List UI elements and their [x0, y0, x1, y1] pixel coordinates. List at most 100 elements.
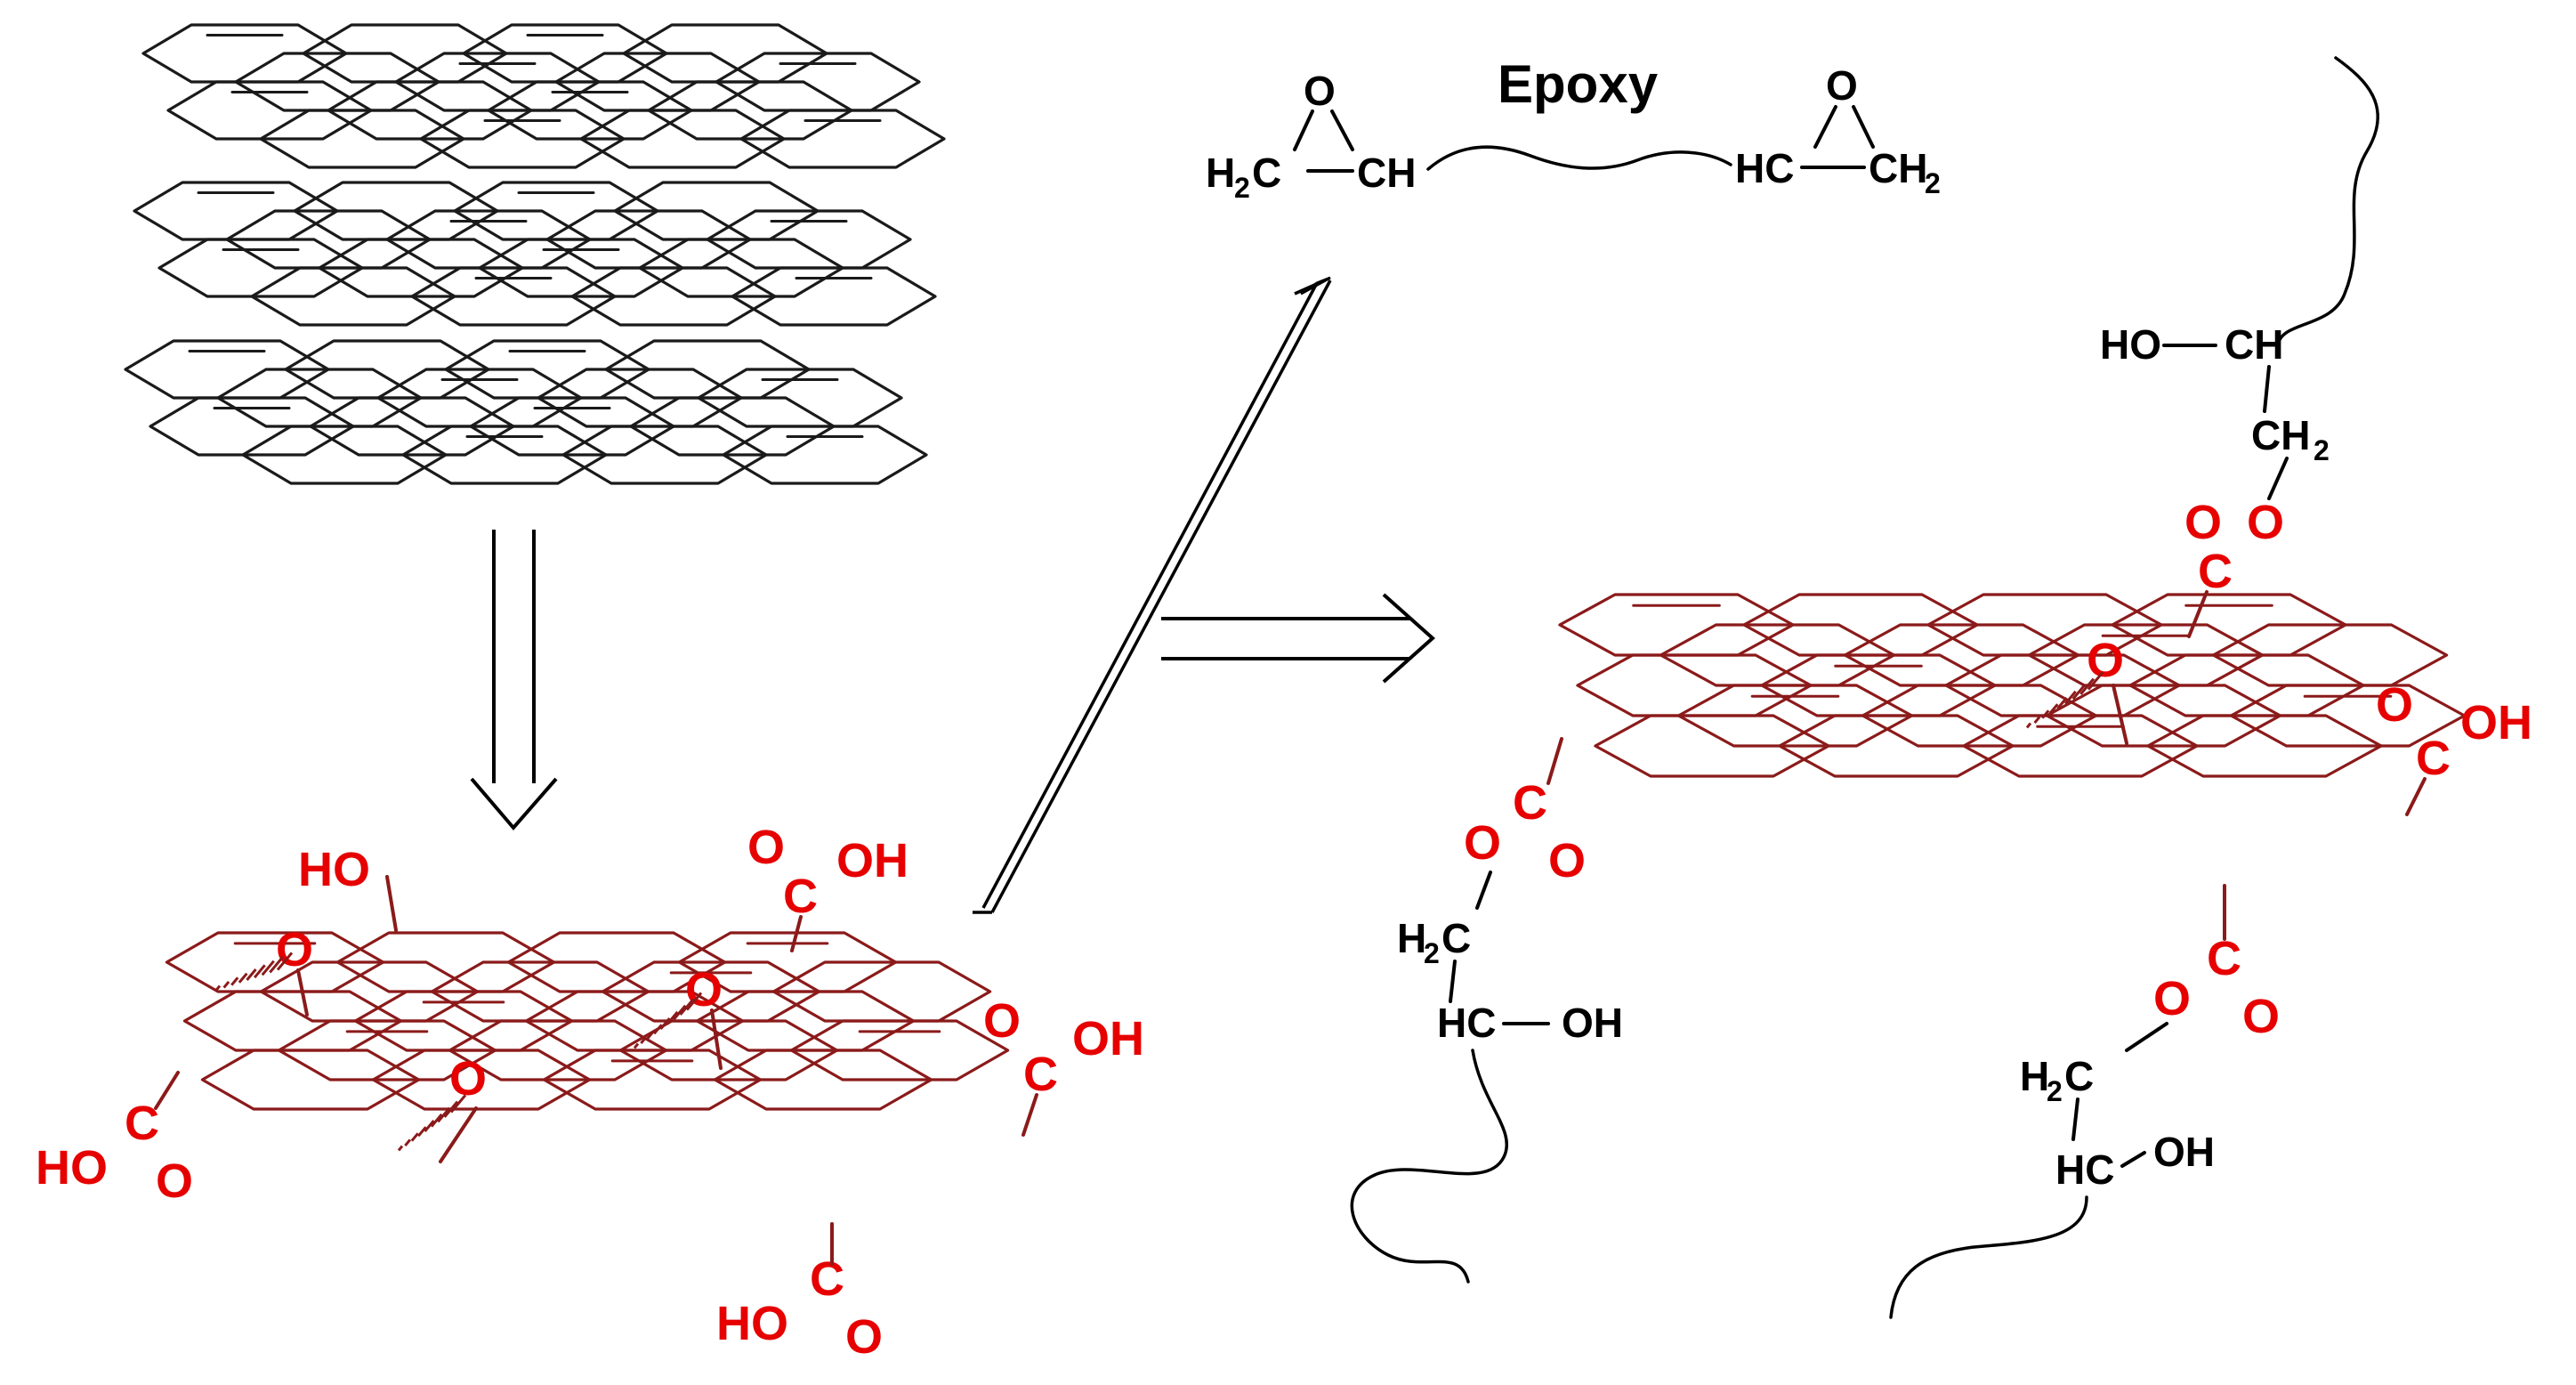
hatched-bond	[276, 952, 294, 971]
graphite-layer-ring	[401, 425, 608, 485]
bond	[2125, 1022, 2168, 1052]
epoxy-left-h: H	[1206, 150, 1235, 196]
hatched-bond	[214, 984, 222, 992]
bond	[1546, 737, 1563, 785]
bond	[154, 1071, 180, 1110]
hatched-bond	[640, 1036, 648, 1045]
hatched-bond	[2041, 709, 2050, 719]
hatched-bond	[633, 1042, 640, 1049]
hatched-bond	[269, 956, 285, 974]
graphite-layer-ring	[570, 266, 777, 327]
polymer-chain	[2276, 56, 2379, 349]
graphite-layer-ring	[149, 396, 355, 457]
bond	[710, 1008, 723, 1070]
chain-ch: CH	[2225, 321, 2283, 368]
fgo-ring	[1778, 714, 2015, 778]
hatched-bond	[261, 960, 275, 976]
chain-ch2: CH	[2251, 412, 2310, 458]
epoxy-right-oxygen: O	[1826, 62, 1858, 109]
bond	[439, 1106, 478, 1163]
epoxy-right-hc: HC	[1735, 145, 1794, 191]
epoxy-left-c: C	[1252, 150, 1281, 196]
epoxy-left-ch: CH	[1357, 150, 1416, 196]
graphite-layer-ring	[166, 80, 373, 141]
carboxyl-hydroxyl: OH	[1072, 1012, 1144, 1065]
ester-carbon: C	[1513, 776, 1547, 830]
carbonyl-oxygen: O	[2184, 496, 2222, 549]
epoxide-oxygen: O	[685, 963, 723, 1016]
graphite-layer-ring	[739, 109, 946, 169]
bond	[2071, 1097, 2079, 1141]
hatched-bond	[2087, 671, 2104, 691]
ester-oxygen: O	[2247, 496, 2284, 549]
graphene-oxide-sheet	[165, 931, 1010, 1111]
carboxyl-hydroxyl: OH	[2460, 696, 2532, 749]
carbonyl-oxygen: O	[747, 821, 785, 874]
graphite-stack	[124, 23, 946, 485]
bond	[2120, 1151, 2146, 1168]
chain-sub: 2	[1424, 937, 1440, 969]
carboxyl-hydroxyl: OH	[836, 834, 908, 887]
hatched-bond	[397, 1145, 404, 1152]
fgo-ring	[1962, 714, 2199, 778]
arrow-oxidation-down	[470, 530, 558, 831]
go-ring	[542, 1049, 763, 1111]
graphite-layer-ring	[410, 266, 617, 327]
fgo-ring	[2146, 714, 2383, 778]
chain-h: H	[1397, 915, 1426, 961]
hatched-bond	[410, 1132, 419, 1142]
ester-carbon: C	[2198, 545, 2233, 598]
bond	[2263, 365, 2271, 413]
fgo-ring	[1594, 714, 1830, 778]
carbonyl-oxygen: O	[1548, 834, 1586, 887]
graphite-layer-ring	[157, 238, 364, 298]
go-ring	[713, 1049, 933, 1111]
chain-hc: HC	[1437, 1000, 1496, 1046]
hatched-bond	[673, 1004, 687, 1021]
carbonyl-oxygen: O	[845, 1310, 883, 1364]
arrow-to-epoxy	[981, 276, 1331, 909]
chain-hydroxyl: OH	[1562, 1000, 1623, 1046]
hatched-bond	[2063, 690, 2077, 705]
ester-oxygen: O	[2153, 972, 2191, 1025]
hatched-bond	[659, 1017, 671, 1030]
epoxy-title: Epoxy	[1498, 54, 1659, 114]
carboxyl-carbon: C	[125, 1097, 159, 1150]
hatched-bond	[246, 968, 257, 981]
hatched-bond	[2033, 716, 2041, 725]
carbonyl-oxygen: O	[156, 1154, 193, 1208]
polymer-chain	[1350, 1049, 1509, 1284]
ester-oxygen: O	[1464, 816, 1501, 870]
hatched-bond	[679, 998, 695, 1016]
bond	[296, 968, 309, 1016]
graphite-layer-ring	[731, 266, 937, 327]
hatched-bond	[404, 1138, 412, 1147]
carboxyl-carbon: C	[783, 870, 818, 923]
bond	[385, 875, 398, 932]
chain-sub: 2	[2314, 434, 2330, 466]
bond	[2267, 457, 2289, 500]
hydroxyl-label: HO	[298, 843, 370, 896]
hatched-bond	[2079, 677, 2096, 695]
carbonyl-oxygen: O	[2376, 678, 2413, 732]
hatched-bond	[2025, 722, 2032, 729]
epoxy-grafted-sheet	[1558, 593, 2467, 778]
go-ring	[371, 1049, 592, 1111]
epoxy-left-sub: 2	[1234, 172, 1250, 204]
carboxyl-carbon: C	[1023, 1048, 1058, 1101]
chain-hydroxyl: HO	[2100, 321, 2161, 368]
chain-h: H	[2020, 1053, 2049, 1099]
bond	[790, 915, 803, 952]
hatched-bond	[666, 1010, 679, 1025]
graphite-layer-ring	[579, 109, 786, 169]
chain-sub: 2	[2047, 1075, 2063, 1107]
epoxy-left-oxygen: O	[1304, 68, 1336, 114]
bond	[1475, 871, 1492, 910]
hatched-bond	[2048, 703, 2059, 715]
go-ring	[200, 1049, 421, 1111]
carboxyl-carbon: C	[2416, 732, 2451, 785]
epoxy-right-ch: CH	[1869, 145, 1927, 191]
graphite-layer-ring	[250, 266, 456, 327]
graphite-layer-ring	[241, 425, 448, 485]
